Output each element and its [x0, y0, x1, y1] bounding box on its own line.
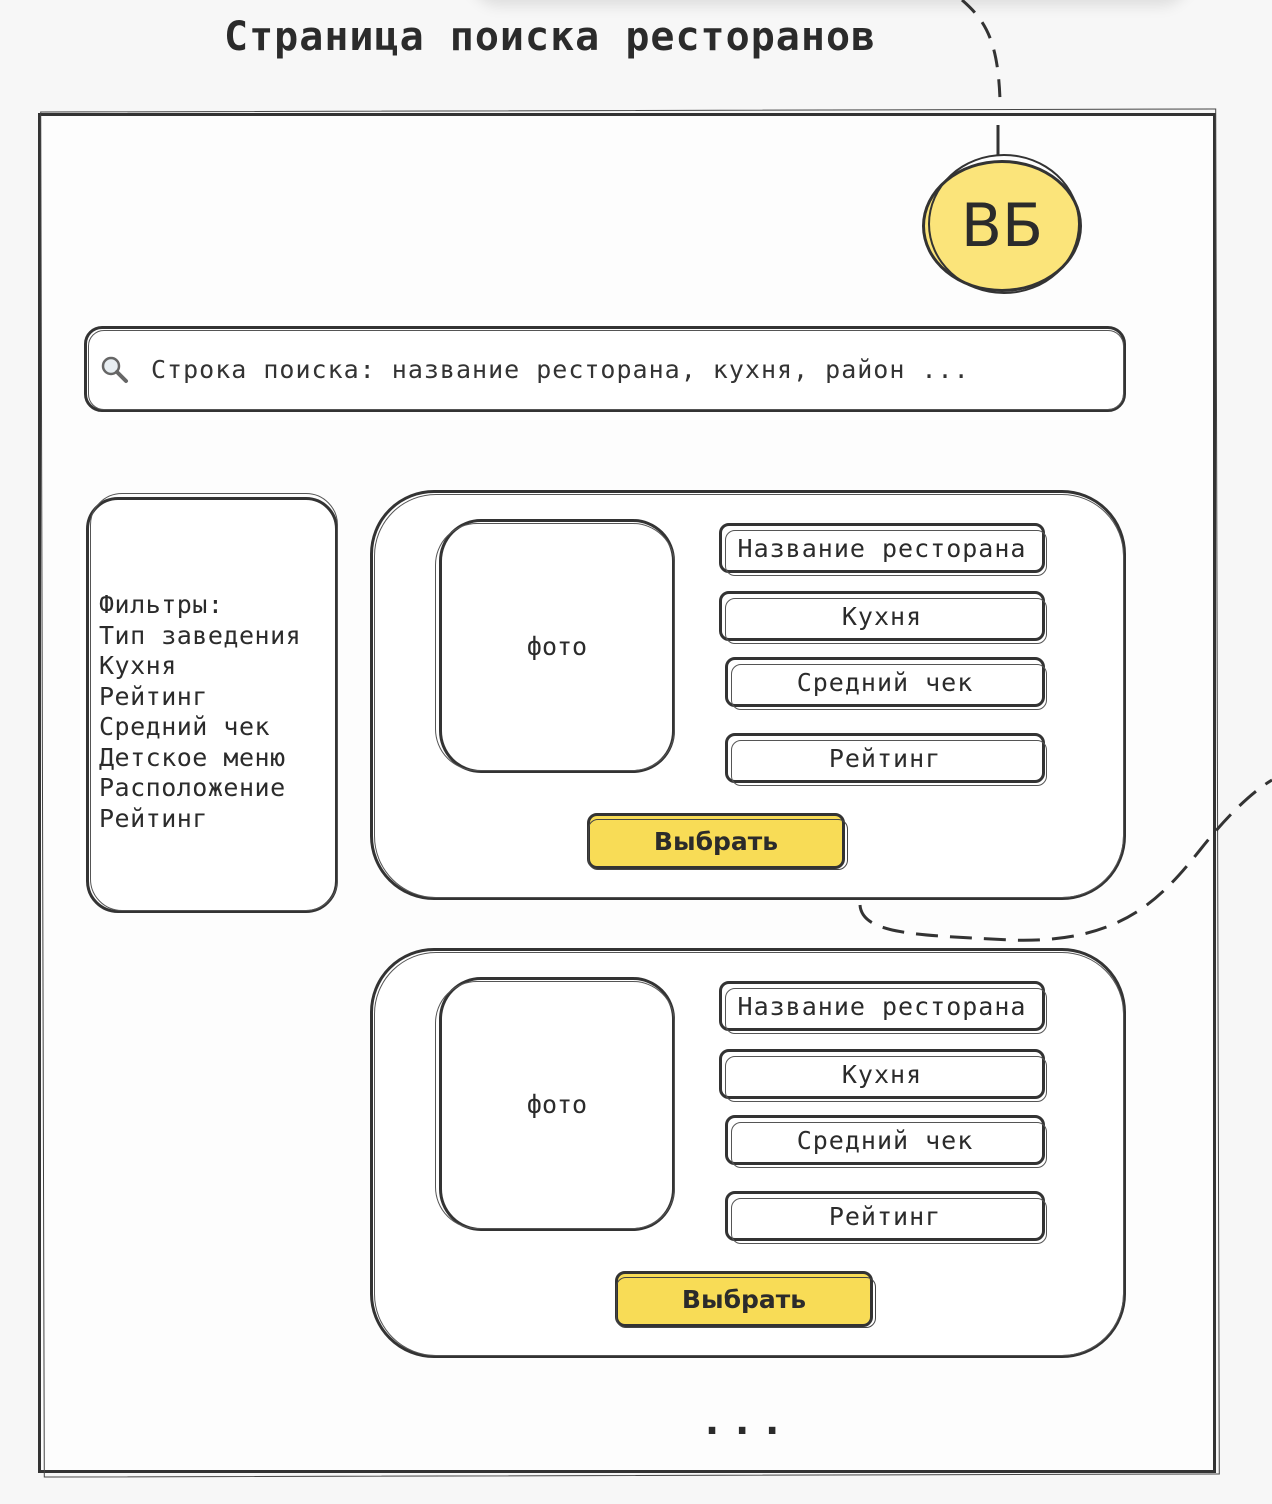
restaurant-cuisine: Кухня [719, 1049, 1047, 1102]
search-icon [99, 354, 129, 384]
more-results-indicator[interactable]: ... [700, 1398, 791, 1444]
filter-item-avg-check[interactable]: Средний чек [99, 712, 271, 741]
page-title: Страница поиска ресторанов [224, 14, 877, 60]
restaurant-rating: Рейтинг [725, 1191, 1047, 1244]
search-input[interactable] [149, 353, 1053, 385]
filter-item-location[interactable]: Расположение [99, 773, 286, 802]
user-avatar[interactable]: ВБ [922, 160, 1082, 292]
filter-item-cuisine[interactable]: Кухня [99, 651, 177, 680]
search-bar[interactable] [84, 326, 1126, 412]
filter-item-venue-type[interactable]: Тип заведения [99, 620, 302, 650]
filter-item-rating-2[interactable]: Рейтинг [99, 803, 208, 833]
restaurant-cuisine: Кухня [719, 591, 1047, 644]
restaurant-avg-check: Средний чек [725, 1115, 1047, 1168]
restaurant-avg-check: Средний чек [725, 657, 1047, 710]
restaurant-name: Название ресторана [719, 981, 1047, 1034]
select-restaurant-button[interactable]: Выбрать [615, 1271, 876, 1328]
restaurant-rating: Рейтинг [725, 733, 1047, 786]
restaurant-photo: фото [439, 977, 675, 1231]
restaurant-name: Название ресторана [719, 523, 1047, 576]
select-restaurant-button[interactable]: Выбрать [587, 813, 848, 870]
connector-avatar-line [961, 0, 1002, 101]
restaurant-card: фото Название ресторана Кухня Средний че… [370, 948, 1126, 1358]
filters-heading: Фильтры: [99, 590, 224, 619]
filters-panel: Фильтры: Тип заведения Кухня Рейтинг Сре… [86, 497, 338, 913]
filter-item-kids-menu[interactable]: Детское меню [99, 742, 286, 772]
restaurant-card: фото Название ресторана Кухня Средний че… [370, 490, 1126, 900]
restaurant-photo: фото [439, 519, 675, 773]
filter-item-rating[interactable]: Рейтинг [99, 681, 208, 711]
